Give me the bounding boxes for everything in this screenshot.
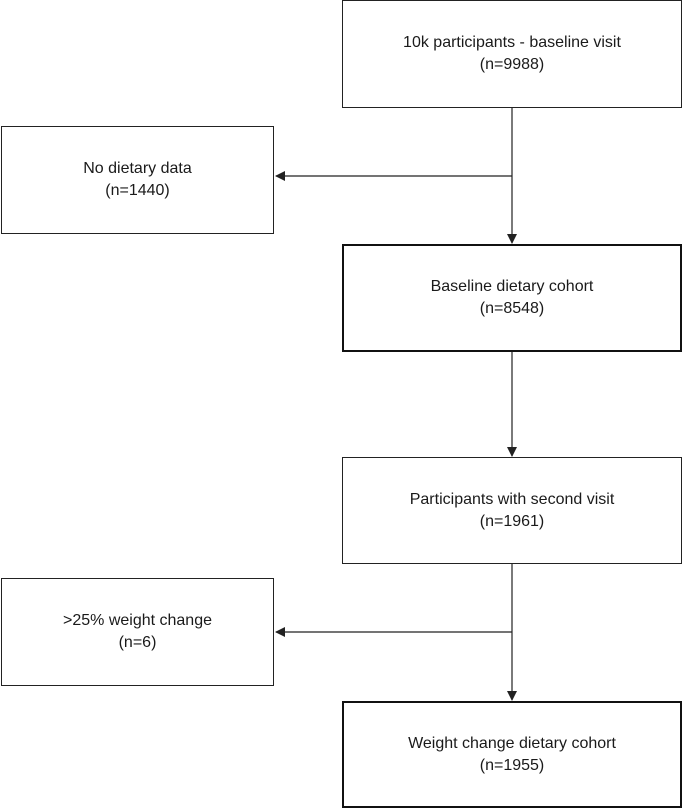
box-second-visit-count: (n=1961) [479,512,545,530]
box-no-dietary-data: No dietary data (n=1440) [1,126,274,234]
box-weight-change-excluded-title: >25% weight change [63,612,212,629]
box-baseline-dietary-cohort: Baseline dietary cohort (n=8548) [342,244,682,352]
box-second-visit-title: Participants with second visit [409,490,615,508]
box-weight-change-cohort-title: Weight change dietary cohort [408,734,616,752]
box-baseline-visit: 10k participants - baseline visit (n=998… [342,0,682,108]
box-baseline-dietary-cohort-count: (n=8548) [479,300,545,317]
box-weight-change-excluded: >25% weight change (n=6) [1,578,274,686]
box-no-dietary-data-title: No dietary data [83,160,192,177]
box-baseline-visit-title: 10k participants - baseline visit [403,34,621,51]
box-weight-change-excluded-count: (n=6) [118,634,157,651]
box-baseline-visit-count: (n=9988) [479,56,545,73]
box-no-dietary-data-count: (n=1440) [105,182,170,199]
box-second-visit: Participants with second visit (n=1961) [342,457,682,564]
box-weight-change-cohort-count: (n=1955) [479,756,545,774]
box-baseline-dietary-cohort-title: Baseline dietary cohort [430,278,594,295]
box-weight-change-cohort: Weight change dietary cohort (n=1955) [342,701,682,808]
